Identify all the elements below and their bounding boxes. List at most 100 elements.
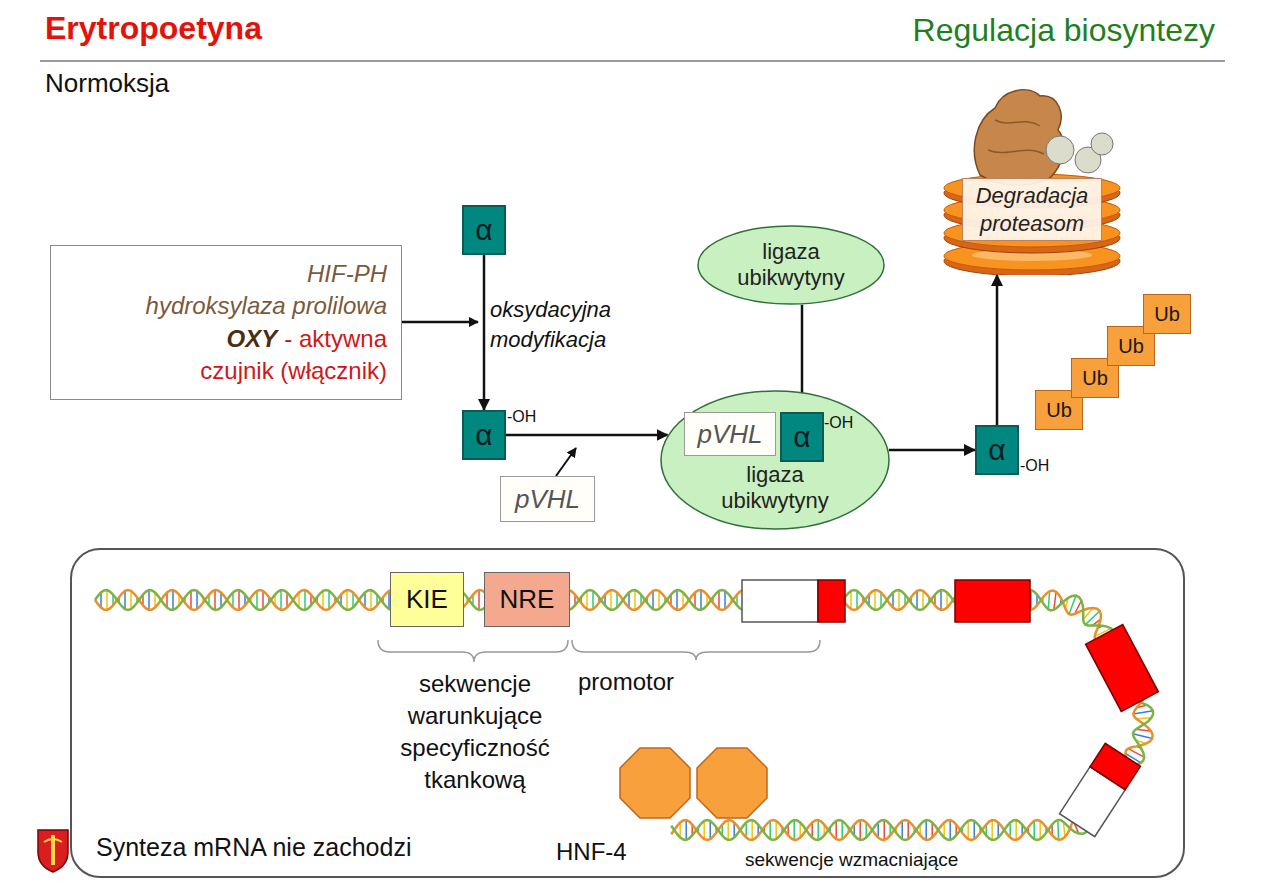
node-text: Synteza mRNA nie zachodzi <box>96 833 411 862</box>
helix-rung <box>793 820 795 840</box>
text-row: OXY- aktywna <box>227 323 387 355</box>
hnf4-protein <box>697 748 767 818</box>
node-text: ligaza ubikwytyny <box>726 239 856 292</box>
helix-rung <box>874 590 876 610</box>
ligase-ellipse: ligaza ubikwytynypVHLα-OH <box>660 390 890 530</box>
node-text: - aktywna <box>284 323 387 355</box>
helix-rung <box>700 590 702 610</box>
helix-rung <box>586 591 588 609</box>
proteasome: Degradacja proteasom <box>940 80 1125 275</box>
region-label: promotor <box>578 668 674 696</box>
connector-arrow <box>483 255 486 410</box>
helix-rung <box>196 591 198 609</box>
node-text: OXY <box>227 323 278 355</box>
hif-alpha: α-OH <box>780 412 824 462</box>
helix-rung <box>898 590 900 610</box>
helix-rung <box>370 590 372 610</box>
node-text: Degradacja proteasom <box>962 178 1102 241</box>
bracket <box>378 640 568 662</box>
helix-rung <box>676 590 678 610</box>
drawing-part <box>742 580 818 622</box>
helix-rung <box>214 590 216 610</box>
ubiquitin: Ub <box>1143 294 1191 334</box>
enzyme-box: HIF-PHhydroksylaza prolilowaOXY- aktywna… <box>50 245 402 400</box>
node-text: α <box>475 213 492 247</box>
region-label: sekwencje warunkujące specyficzność tkan… <box>385 668 565 796</box>
hnf4-protein <box>620 748 690 818</box>
helix-rung <box>685 820 687 840</box>
helix-rung <box>256 591 258 609</box>
helix-axis <box>95 600 1144 830</box>
bracket <box>572 640 820 660</box>
node-text: Ub <box>1082 367 1108 390</box>
connector-arrow <box>506 434 668 437</box>
ligase-ellipse: ligaza ubikwytyny <box>697 225 885 305</box>
helix-rung <box>841 821 843 839</box>
helix-rung <box>634 590 636 610</box>
region-label: sekwencje wzmacniające <box>745 849 958 871</box>
node-text: pVHL <box>697 419 762 450</box>
helix-rung <box>769 821 771 839</box>
ellipse-shape <box>661 391 889 529</box>
helix-rung <box>346 590 348 610</box>
helix-rung <box>328 591 330 609</box>
node-text: hydroksylaza prolilowa <box>146 290 387 322</box>
node-text: czujnik (włącznik) <box>200 355 387 387</box>
edge-label: oksydacyjna modyfikacja <box>490 295 640 354</box>
node-text: α <box>793 420 810 454</box>
node-text: -OH <box>1020 457 1049 475</box>
drawing-part <box>955 580 1030 622</box>
helix-rung <box>922 591 924 609</box>
drawing-part <box>38 830 68 872</box>
drawing-part <box>1090 743 1140 789</box>
helix-rung <box>238 590 240 610</box>
drawing-part <box>1060 743 1141 836</box>
helix-rung <box>280 590 282 610</box>
proteasome-cap <box>974 90 1064 185</box>
helix-rung <box>658 591 660 609</box>
node-text: HIF-PH <box>307 258 387 290</box>
helix-rung <box>1033 821 1035 839</box>
helix-rung <box>148 590 150 610</box>
drawing-part <box>818 580 845 622</box>
drawing-part <box>1086 625 1159 712</box>
helix-rung <box>907 821 909 839</box>
helix-rung <box>172 590 174 610</box>
drawing-part <box>44 839 62 842</box>
condition-label: Normoksja <box>45 68 169 99</box>
helix-rung <box>709 821 711 839</box>
helix-rung <box>727 820 729 840</box>
gene-box: Synteza mRNA nie zachodzi KIE NRE <box>70 548 1185 878</box>
node-text: NRE <box>500 584 555 615</box>
helix-rung <box>1015 820 1017 840</box>
proteasome-ball <box>1091 133 1113 155</box>
helix-rung <box>949 820 951 840</box>
helix-rung <box>262 591 264 609</box>
node-text: α <box>988 433 1005 467</box>
helix-rung <box>190 591 192 609</box>
pvhl-box: pVHL <box>500 476 595 522</box>
helix-rung <box>724 591 726 609</box>
connector-arrow <box>889 449 975 452</box>
pvhl-box: pVHL <box>684 412 776 456</box>
dna-helix <box>95 590 1153 840</box>
hif-alpha: α-OH <box>462 410 506 460</box>
node-text: Ub <box>1118 335 1144 358</box>
node-text: -OH <box>824 414 853 432</box>
helix-rung <box>1133 711 1153 714</box>
helix-rung <box>322 591 324 609</box>
kie-element: KIE <box>390 572 464 627</box>
helix-rung <box>1085 611 1099 625</box>
helix-rung <box>304 590 306 610</box>
helix-rung <box>124 591 126 609</box>
university-logo <box>38 830 68 872</box>
helix-rung <box>1039 821 1041 839</box>
helix-rung <box>940 590 942 610</box>
proteasome-ball <box>1046 136 1074 164</box>
page-title: Erytropoetyna <box>45 10 262 47</box>
helix-rung <box>859 820 861 840</box>
ellipse-shape <box>698 226 884 304</box>
